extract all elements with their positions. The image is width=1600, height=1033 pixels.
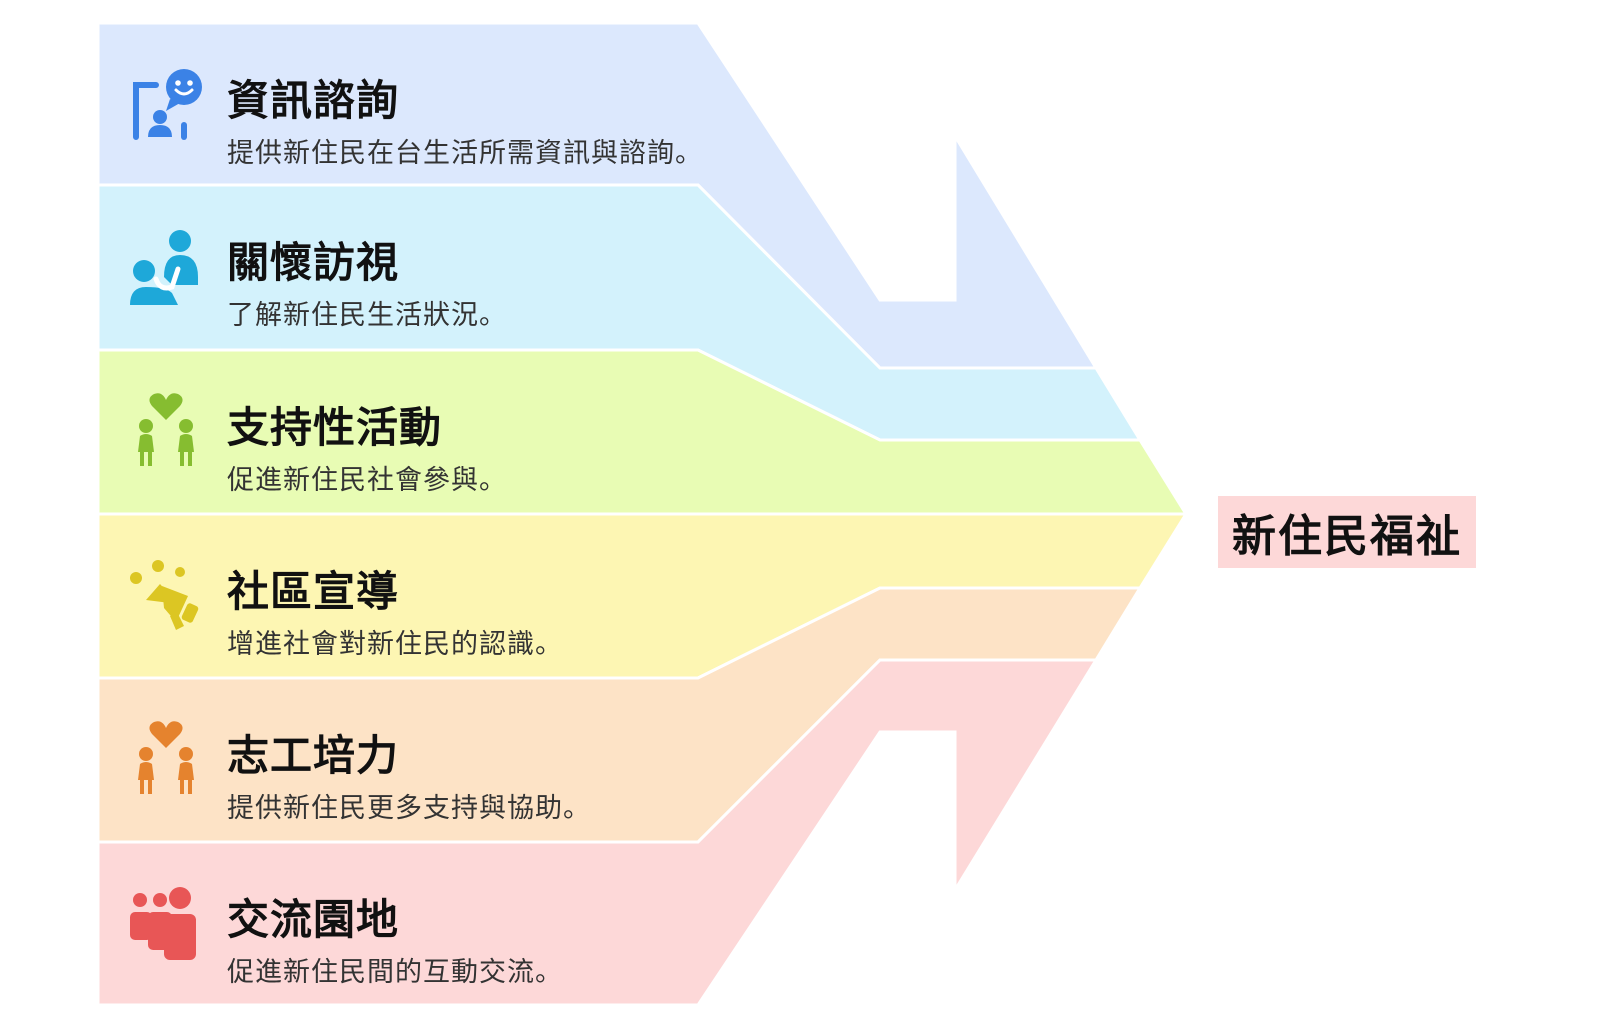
item-title: 社區宣導 [227,567,400,616]
item-title: 關懷訪視 [227,238,400,287]
goal-label-box: 新住民福祉 [1218,496,1476,568]
band-5 [96,658,1099,1007]
item-title: 支持性活動 [227,403,443,452]
community-group-icon [130,887,196,960]
item-description: 增進社會對新住民的認識。 [227,629,563,660]
goal-label: 新住民福祉 [1232,511,1462,562]
item-description: 促進新住民社會參與。 [227,465,507,496]
item-description: 提供新住民在台生活所需資訊與諮詢。 [227,138,703,169]
info-consult-icon [133,69,202,140]
volunteer-icon [138,721,194,794]
item-community-outreach: 社區宣導 增進社會對新住民的認識。 [0,514,900,674]
item-care-visit: 關懷訪視 了解新住民生活狀況。 [0,185,900,345]
item-description: 促進新住民間的互動交流。 [227,957,563,988]
item-title: 交流園地 [227,895,400,944]
item-exchange-space: 交流園地 促進新住民間的互動交流。 [0,842,900,1002]
item-volunteer-training: 志工培力 提供新住民更多支持與協助。 [0,678,900,838]
item-title: 資訊諮詢 [227,76,400,125]
item-description: 提供新住民更多支持與協助。 [227,793,591,824]
item-support-activity: 支持性活動 促進新住民社會參與。 [0,350,900,510]
support-activity-icon [138,393,194,466]
item-info-consult: 資訊諮詢 提供新住民在台生活所需資訊與諮詢。 [0,23,900,183]
megaphone-icon [130,560,199,630]
care-visit-icon [130,230,198,305]
item-title: 志工培力 [227,731,400,780]
item-description: 了解新住民生活狀況。 [227,300,507,331]
